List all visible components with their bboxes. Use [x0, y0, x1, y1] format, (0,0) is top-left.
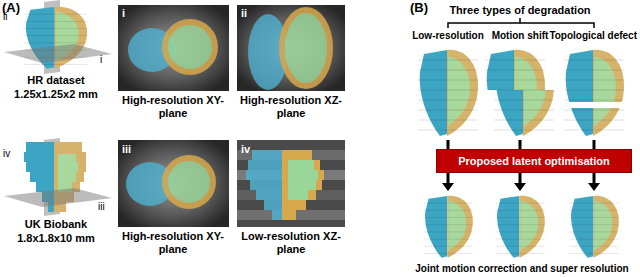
figure-label: HR dataset [27, 74, 84, 87]
figure-label: iv [3, 148, 10, 160]
figure-label: iii [98, 201, 105, 213]
box-text: Proposed latent optimisation [458, 155, 610, 167]
figure-label: UK Biobank [25, 218, 87, 231]
figure-label: Joint motion correction and super resolu… [415, 263, 628, 275]
figure-label: Low-resolution [412, 30, 484, 42]
figure-label: High-resolution XZ-plane [237, 94, 345, 119]
figure-label: ii [241, 7, 247, 20]
figure-label: High-resolution XY-plane [118, 94, 228, 119]
figure-label: Low-resolution XZ-plane [237, 230, 345, 255]
process-box: Proposed latent optimisation [436, 149, 632, 173]
figure-label: i [100, 54, 102, 66]
figure-label: Topological defect [549, 30, 637, 42]
figure-label: High-resolution XY-plane [118, 230, 228, 255]
figure-label: i [122, 7, 125, 20]
figure-label: ii [3, 11, 7, 23]
figure-label: Three types of degradation [449, 4, 590, 17]
figure-label: iii [122, 143, 131, 156]
figure-label: iv [241, 143, 250, 156]
figure-label: 1.25x1.25x2 mm [14, 88, 98, 101]
figure-label: Motion shift [492, 30, 549, 42]
figure-label: 1.8x1.8x10 mm [17, 232, 95, 245]
figure-label: (B) [410, 1, 428, 16]
